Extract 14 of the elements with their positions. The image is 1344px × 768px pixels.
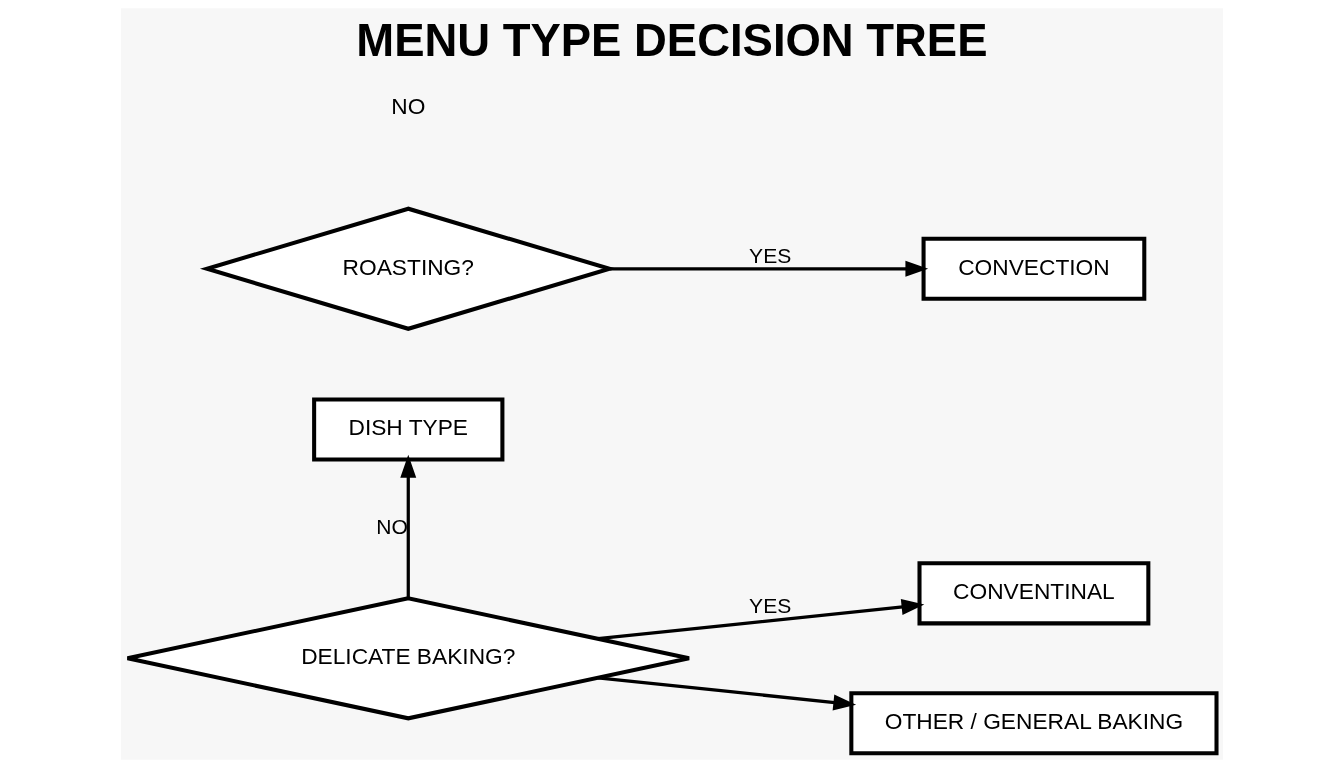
node-box: CONVENTINAL [917, 561, 1151, 626]
arrow [597, 599, 925, 641]
edge-label: NO [376, 515, 408, 539]
arrow [597, 676, 857, 711]
edge-label: YES [749, 594, 792, 618]
arrow [609, 260, 929, 277]
node-box: OTHER / GENERAL BAKING [849, 691, 1219, 756]
label: NO [391, 93, 426, 120]
node-box: CONVECTION [921, 236, 1147, 301]
diagram-title: MENU TYPE DECISION TREE [356, 15, 988, 66]
node-box: DISH TYPE [312, 397, 505, 462]
arrow [400, 454, 417, 599]
edge-label: YES [749, 243, 792, 267]
node-diamond: DELICATE BAKING? [125, 596, 692, 721]
